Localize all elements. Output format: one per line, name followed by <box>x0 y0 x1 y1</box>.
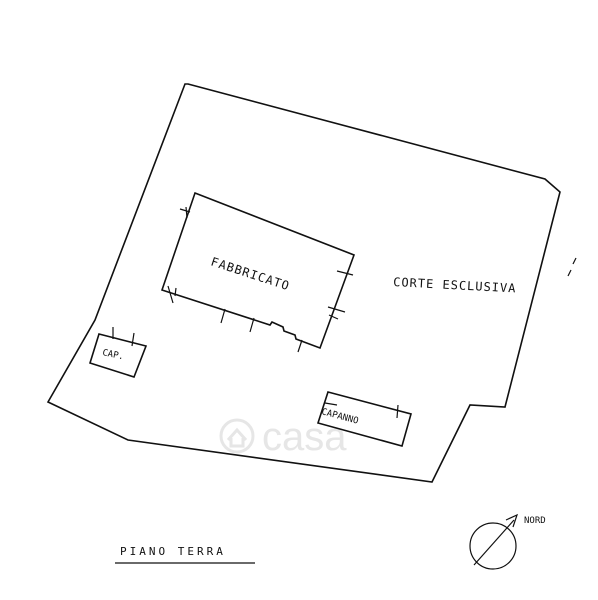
watermark-text: casa <box>262 415 347 459</box>
piano-terra-label: PIANO TERRA <box>120 545 226 558</box>
house-icon <box>219 418 255 454</box>
lot-boundary <box>46 83 561 483</box>
cap-label: CAP. <box>101 348 124 362</box>
nord-label: NORD <box>524 516 546 526</box>
fabbricato-building: FABBRICATO <box>160 191 356 353</box>
fabbricato-label: FABBRICATO <box>209 255 292 294</box>
house-roof-icon <box>226 427 248 448</box>
corte-esclusiva-label: CORTE ESCLUSIVA <box>393 275 517 295</box>
edge-dash <box>567 257 577 277</box>
cap-shed: CAP. <box>89 327 148 378</box>
floor-title: PIANO TERRA <box>115 545 255 564</box>
north-arrow-icon: NORD <box>469 513 546 570</box>
watermark: casa <box>219 415 347 459</box>
